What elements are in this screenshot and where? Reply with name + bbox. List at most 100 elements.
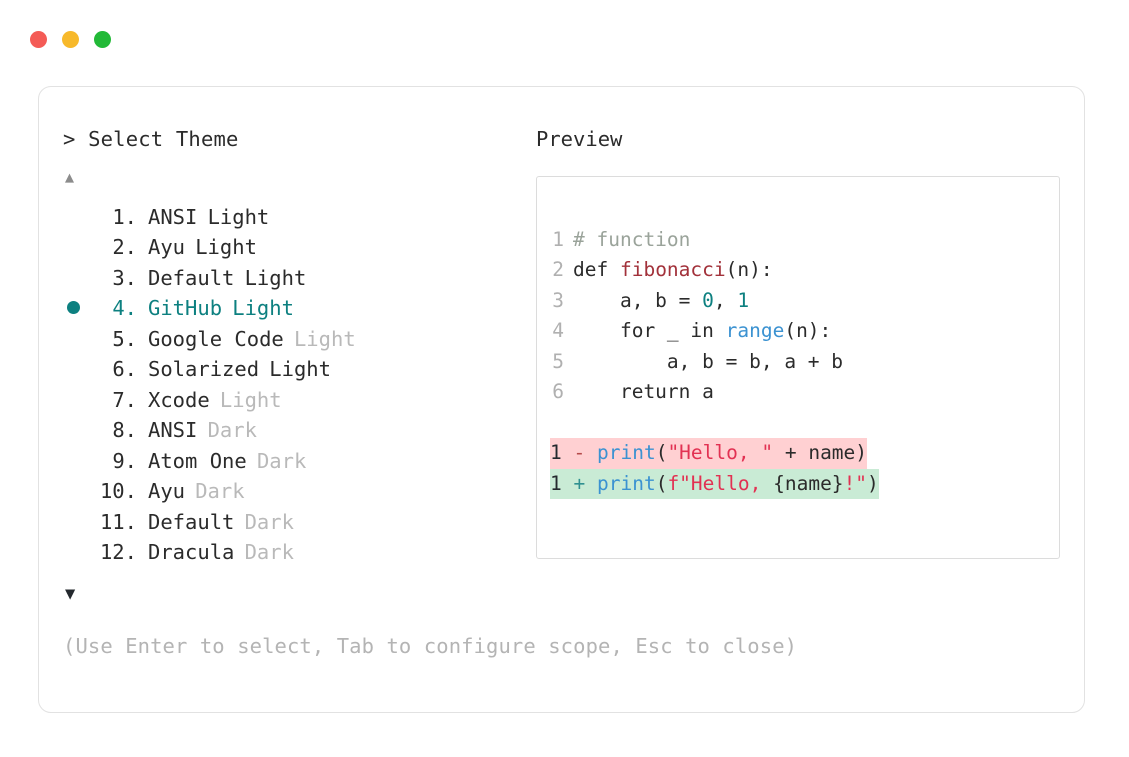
code-token-builtin: range bbox=[725, 319, 785, 342]
code-token-punc: ) bbox=[867, 471, 879, 495]
line-gutter-space bbox=[564, 286, 573, 317]
line-number: 5 bbox=[552, 349, 564, 373]
code-token-plain: , bbox=[713, 288, 738, 312]
theme-item-name: Xcode bbox=[148, 387, 210, 412]
code-token-keyword: def bbox=[573, 258, 620, 281]
theme-item-number: 4. bbox=[112, 296, 137, 320]
line-number: 4 bbox=[552, 319, 564, 342]
theme-item-number: 3. bbox=[112, 265, 137, 290]
code-token-punc: ( bbox=[655, 441, 668, 464]
theme-item-name: ANSI bbox=[148, 204, 198, 229]
theme-list-item[interactable]: 7. Xcode Light bbox=[63, 385, 513, 416]
code-line: 1 # function bbox=[550, 225, 879, 256]
diff-row: 1 + print(f"Hello, {name}!") bbox=[550, 468, 879, 499]
theme-item-name: Ayu bbox=[148, 235, 186, 259]
theme-item-number: 12. bbox=[99, 540, 137, 564]
line-number: 6 bbox=[552, 380, 564, 403]
theme-item-name: Dracula bbox=[148, 540, 235, 564]
selection-bullet-icon bbox=[63, 295, 91, 326]
theme-item-variant: Dark bbox=[244, 540, 294, 564]
theme-item-variant: Light bbox=[293, 326, 356, 351]
diff-line-deletion: 1 - print("Hello, " + name) bbox=[550, 438, 868, 469]
theme-item-name: Solarized bbox=[148, 357, 260, 381]
line-gutter-space bbox=[564, 255, 573, 286]
theme-item-name: ANSI bbox=[148, 418, 198, 442]
theme-list-item[interactable]: 6. Solarized Light bbox=[63, 354, 513, 385]
code-line: 6 return a bbox=[550, 377, 879, 408]
maximize-button[interactable] bbox=[94, 31, 111, 48]
line-gutter-space bbox=[564, 377, 573, 408]
window-traffic-lights bbox=[30, 31, 111, 48]
theme-item-variant: Dark bbox=[244, 509, 294, 534]
code-token-punc: ( bbox=[655, 471, 668, 495]
line-number: 2 bbox=[552, 258, 564, 281]
code-token-punc: (n): bbox=[784, 319, 832, 342]
code-token-number: 0 bbox=[702, 288, 714, 312]
theme-item-variant: Light bbox=[207, 204, 270, 229]
code-token-punc: (n): bbox=[725, 258, 773, 281]
diff-line-number: 1 bbox=[550, 441, 562, 464]
code-token-plain: {name} bbox=[773, 471, 844, 495]
theme-item-variant: Dark bbox=[256, 448, 307, 473]
code-token-plain: + name) bbox=[773, 441, 868, 464]
line-gutter-space bbox=[564, 347, 573, 378]
line-number: 3 bbox=[552, 288, 564, 312]
code-token-string: "Hello, " bbox=[667, 441, 774, 464]
code-token-call: print bbox=[596, 441, 656, 464]
theme-item-number: 10. bbox=[99, 479, 137, 503]
help-text: (Use Enter to select, Tab to configure s… bbox=[63, 634, 798, 658]
theme-item-number: 9. bbox=[112, 448, 137, 473]
page-title: > Select Theme bbox=[63, 127, 239, 151]
theme-item-variant: Light bbox=[219, 387, 282, 412]
theme-item-name: Google Code bbox=[148, 326, 284, 351]
theme-item-number: 11. bbox=[99, 509, 137, 534]
theme-item-name: Default bbox=[148, 265, 235, 290]
theme-list-item[interactable]: 12. Dracula Dark bbox=[63, 537, 513, 568]
theme-item-variant: Light bbox=[195, 235, 257, 259]
selection-dot-icon bbox=[67, 301, 80, 314]
code-line: 5 a, b = b, a + b bbox=[550, 347, 879, 378]
diff-block: 1 - print("Hello, " + name)1 + print(f"H… bbox=[550, 438, 879, 499]
theme-list-item[interactable]: 11. Default Dark bbox=[63, 507, 513, 538]
scroll-up-icon[interactable]: ▲ bbox=[65, 167, 75, 186]
theme-list-item[interactable]: 2. Ayu Light bbox=[63, 232, 513, 263]
line-gutter-space bbox=[564, 316, 573, 347]
theme-list-item[interactable]: 3. Default Light bbox=[63, 263, 513, 294]
close-button[interactable] bbox=[30, 31, 47, 48]
theme-item-number: 2. bbox=[112, 235, 137, 259]
theme-item-variant: Light bbox=[269, 357, 331, 381]
theme-item-number: 6. bbox=[112, 357, 137, 381]
scroll-down-icon[interactable]: ▼ bbox=[65, 583, 76, 604]
diff-marker-addition: + bbox=[561, 471, 597, 495]
theme-item-number: 7. bbox=[112, 387, 137, 412]
minimize-button[interactable] bbox=[62, 31, 79, 48]
diff-marker-deletion: - bbox=[561, 441, 597, 464]
code-token-call: print bbox=[596, 471, 656, 495]
diff-line-addition: 1 + print(f"Hello, {name}!") bbox=[550, 468, 879, 499]
code-line: 3 a, b = 0, 1 bbox=[550, 286, 879, 317]
theme-item-variant: Dark bbox=[195, 479, 245, 503]
code-token-plain: a, b = b, a + b bbox=[573, 349, 844, 373]
code-token-plain: a, b = bbox=[573, 288, 703, 312]
theme-item-number: 8. bbox=[112, 418, 137, 442]
theme-item-name: Default bbox=[148, 509, 235, 534]
theme-item-variant: Light bbox=[244, 265, 307, 290]
code-token-string: f"Hello, bbox=[667, 471, 774, 495]
code-token-plain: for _ in bbox=[573, 319, 726, 342]
preview-label: Preview bbox=[536, 127, 623, 151]
diff-line-number: 1 bbox=[550, 471, 562, 495]
code-token-comment: # function bbox=[573, 227, 691, 251]
theme-item-name: GitHub bbox=[148, 296, 223, 320]
code-token-string: !" bbox=[843, 471, 868, 495]
